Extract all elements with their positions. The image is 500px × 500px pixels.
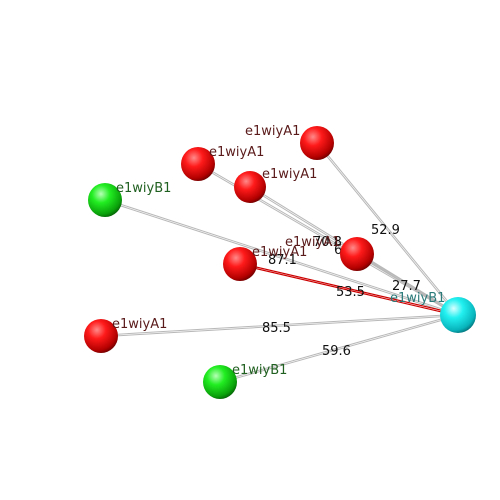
bond-label: 59.6 <box>322 344 351 359</box>
atom-label: e1wiyA1 <box>252 245 307 260</box>
bond-label: 52.9 <box>371 223 400 238</box>
atom-label: e1wiyA1 <box>209 145 264 160</box>
bond-line-a6-c1-b <box>101 315 459 338</box>
atom-node-red[interactable] <box>181 147 215 181</box>
bond-line-a1-c1-b <box>315 143 458 316</box>
atom-node-green[interactable] <box>88 183 122 217</box>
bond-label: 85.5 <box>262 321 291 336</box>
bond-label: 53.5 <box>336 285 365 300</box>
bond-line-a5-c1-a <box>357 252 459 315</box>
bond-line-a6-c1-a <box>100 313 458 336</box>
bond-label: 70.8 <box>313 235 342 250</box>
bond-label: 6 <box>334 243 342 258</box>
bond-line-b1-c1-b <box>104 200 458 317</box>
atom-node-red[interactable] <box>234 171 266 203</box>
bond-line-a4-c1-a <box>240 262 459 315</box>
atom-label: e1wiyB1 <box>116 181 171 196</box>
bond-line-a4-c1-b <box>239 264 458 317</box>
atom-labels-layer: e1wiyA1e1wiyA1e1wiyA1e1wiyB1e1wiyA1e1wiy… <box>112 124 445 378</box>
atom-node-cyan[interactable] <box>440 297 476 333</box>
atom-label: e1wiyA1 <box>245 124 300 139</box>
bond-line-b2-c1-a <box>219 313 458 382</box>
atoms-layer <box>84 126 476 399</box>
bond-label: 87.1 <box>268 253 297 268</box>
atom-label: e1wiyA1 <box>262 167 317 182</box>
atom-label: e1wiyB1 <box>232 363 287 378</box>
bond-line-a1-c1-a <box>317 142 460 315</box>
atom-node-red[interactable] <box>84 319 118 353</box>
bond-line-a5-c1-b <box>356 254 458 317</box>
atom-node-red[interactable] <box>340 237 374 271</box>
bond-label: 27.7 <box>392 279 421 294</box>
atom-label: e1wiyA1 <box>285 235 340 250</box>
atom-label: e1wiyB1 <box>390 291 445 306</box>
atom-label: e1wiyA1 <box>112 317 167 332</box>
bond-line-b1-c1-a <box>105 198 459 315</box>
bond-line-b2-c1-b <box>220 315 459 384</box>
atom-node-red[interactable] <box>300 126 334 160</box>
atom-node-red[interactable] <box>223 247 257 281</box>
atom-node-green[interactable] <box>203 365 237 399</box>
bond-labels-layer: 52.9 70.86 87.1 27.7 53.5 85.5 59.6 <box>262 223 421 359</box>
